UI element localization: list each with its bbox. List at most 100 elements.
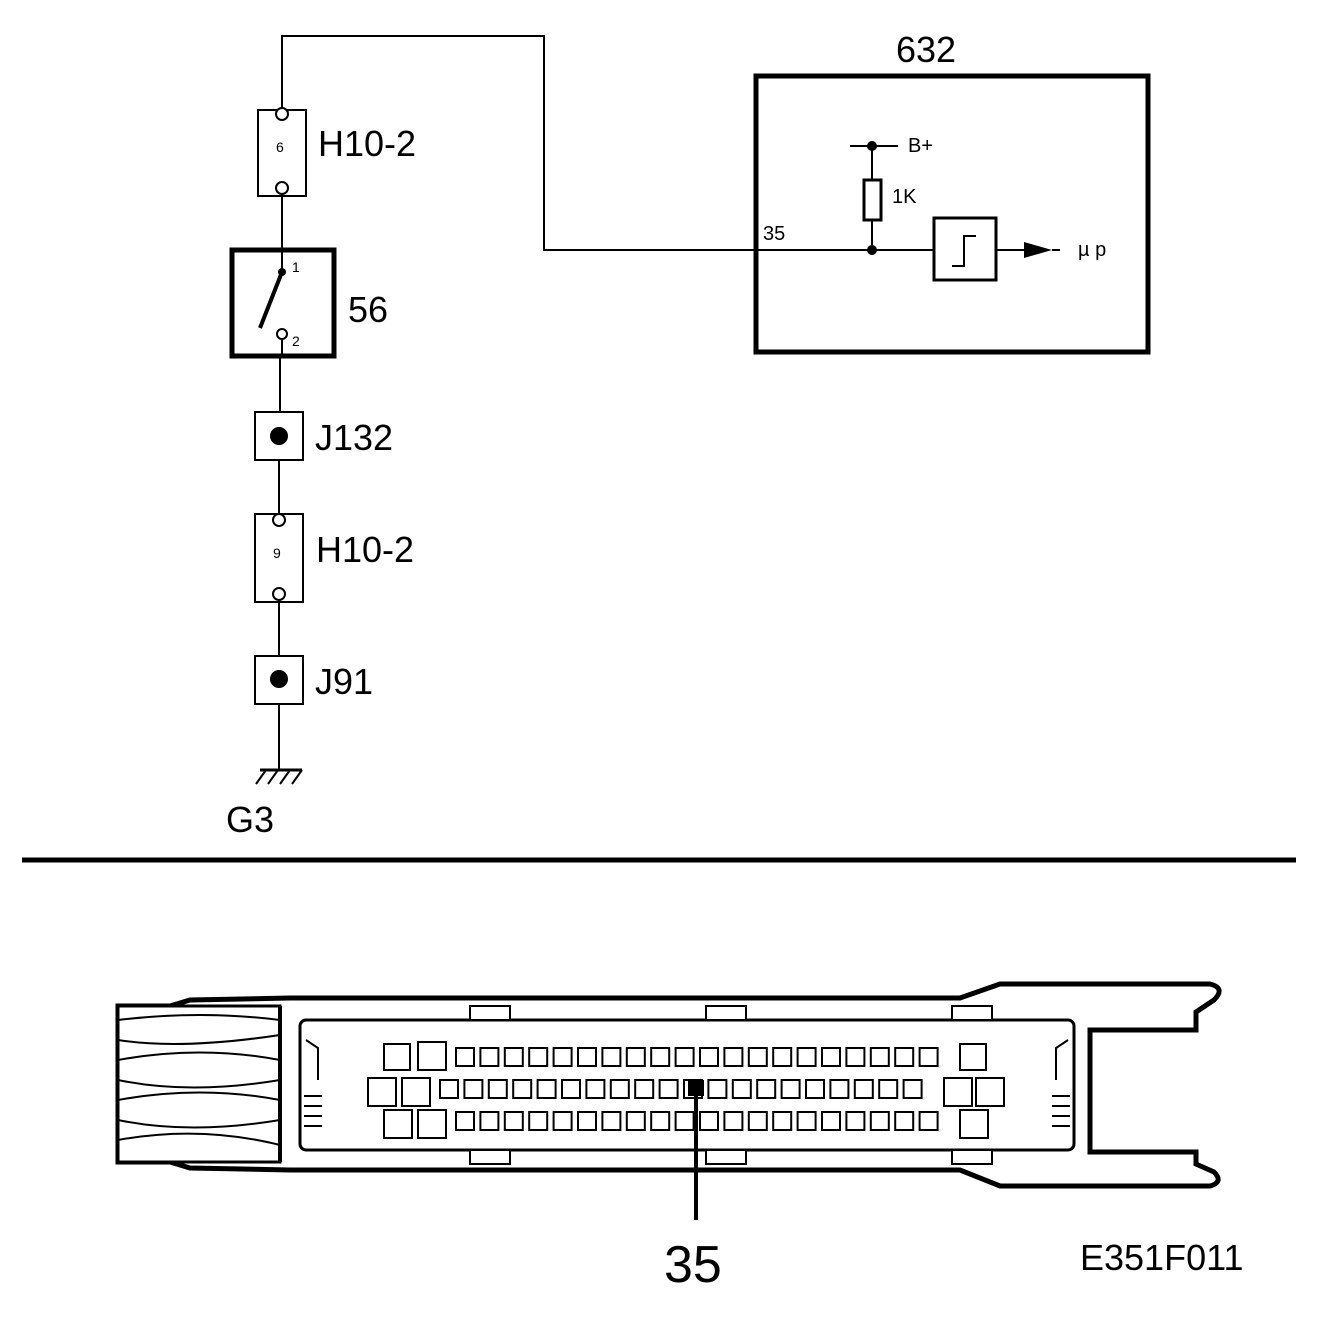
connector-pin bbox=[747, 1047, 768, 1067]
splice-j91: J91 bbox=[254, 655, 373, 705]
connector-pin bbox=[699, 1047, 719, 1067]
connector-pin bbox=[674, 1111, 695, 1131]
connector-pin bbox=[503, 1047, 524, 1067]
connector-pin bbox=[503, 1111, 524, 1131]
connector-label: H10-2 bbox=[316, 529, 414, 570]
switch-pin-2: 2 bbox=[292, 333, 300, 349]
connector-pin bbox=[487, 1079, 508, 1099]
splice-label: J91 bbox=[315, 661, 373, 702]
connector-pin bbox=[601, 1111, 622, 1131]
splice-label: J132 bbox=[315, 417, 393, 458]
connector-pin bbox=[699, 1111, 719, 1131]
connector-pin bbox=[869, 1047, 890, 1067]
signal-wire bbox=[281, 35, 872, 251]
ground-symbol-g3: G3 bbox=[226, 768, 303, 840]
control-unit-pin: 35 bbox=[763, 223, 785, 245]
switch-pin-1: 1 bbox=[292, 259, 300, 275]
splice-j132: J132 bbox=[254, 411, 393, 461]
connector-pin bbox=[528, 1111, 549, 1131]
connector-pin-number: 9 bbox=[273, 545, 281, 561]
connector-pin-grid bbox=[367, 1041, 1005, 1139]
connector-pin bbox=[853, 1079, 874, 1099]
connector-pin bbox=[772, 1111, 793, 1131]
connector-pin bbox=[747, 1111, 768, 1131]
connector-pin bbox=[658, 1079, 679, 1099]
connector-pin bbox=[401, 1077, 431, 1107]
connector-pin bbox=[796, 1111, 817, 1131]
connector-pin bbox=[772, 1047, 793, 1067]
connector-pin bbox=[829, 1079, 850, 1099]
connector-pin bbox=[821, 1047, 841, 1067]
ecu-connector-view: 35 bbox=[115, 981, 1222, 1294]
connector-pin bbox=[943, 1077, 973, 1107]
connector-h10-2-pin-6: 6 H10-2 bbox=[257, 107, 416, 197]
connector-pin bbox=[796, 1047, 817, 1067]
connector-pin bbox=[463, 1079, 484, 1099]
connector-pin bbox=[528, 1047, 549, 1067]
connector-pin bbox=[780, 1079, 801, 1099]
connector-pin bbox=[707, 1079, 728, 1099]
connector-pin bbox=[417, 1109, 447, 1139]
connector-pin bbox=[674, 1047, 695, 1067]
connector-pin bbox=[609, 1079, 630, 1099]
connector-pin bbox=[918, 1111, 939, 1131]
figure-code: E351F011 bbox=[1080, 1237, 1243, 1278]
pin-callout-label: 35 bbox=[664, 1236, 722, 1294]
output-arrow-icon bbox=[1024, 242, 1052, 258]
connector-pin bbox=[455, 1111, 475, 1131]
connector-pin bbox=[723, 1111, 744, 1131]
connector-pin bbox=[805, 1079, 825, 1099]
connector-pin bbox=[975, 1077, 1005, 1107]
connector-pin bbox=[417, 1041, 447, 1071]
connector-pin bbox=[479, 1111, 500, 1131]
control-unit-label: 632 bbox=[896, 29, 956, 70]
connector-pin bbox=[367, 1077, 397, 1107]
connector-pin bbox=[625, 1111, 646, 1131]
connector-pin bbox=[845, 1047, 866, 1067]
connector-pin bbox=[601, 1047, 622, 1067]
connector-pin bbox=[918, 1047, 939, 1067]
resistor-1k bbox=[862, 178, 883, 222]
connector-pin bbox=[845, 1111, 866, 1131]
connector-pin bbox=[625, 1047, 646, 1067]
pin-35-highlight bbox=[688, 1080, 704, 1096]
connector-pin bbox=[383, 1043, 411, 1071]
connector-h10-2-pin-9: 9 H10-2 bbox=[254, 513, 414, 603]
connector-pin bbox=[455, 1047, 475, 1067]
supply-label: B+ bbox=[908, 135, 933, 157]
connector-pin bbox=[536, 1079, 557, 1099]
connector-pin bbox=[383, 1109, 413, 1139]
connector-pin bbox=[821, 1111, 841, 1131]
resistor-label: 1K bbox=[892, 186, 917, 208]
output-label: µ p bbox=[1078, 239, 1106, 261]
connector-pin bbox=[894, 1111, 915, 1131]
connector-label: H10-2 bbox=[318, 123, 416, 164]
connector-pin bbox=[512, 1079, 533, 1099]
connector-pin bbox=[959, 1109, 989, 1139]
connector-pin bbox=[756, 1079, 777, 1099]
connector-pin bbox=[577, 1047, 597, 1067]
ground-label: G3 bbox=[226, 799, 274, 840]
connector-pin bbox=[650, 1047, 671, 1067]
connector-pin bbox=[552, 1111, 573, 1131]
control-unit-632: 632 35 B+ 1K µ p bbox=[753, 29, 1151, 355]
switch-56: 1 2 56 bbox=[229, 247, 388, 359]
switch-label: 56 bbox=[348, 289, 388, 330]
connector-pin bbox=[723, 1047, 744, 1067]
connector-pin bbox=[552, 1047, 573, 1067]
connector-pin bbox=[869, 1111, 890, 1131]
connector-pin bbox=[959, 1043, 987, 1071]
connector-pin bbox=[731, 1079, 752, 1099]
connector-pin bbox=[577, 1111, 597, 1131]
connector-pin bbox=[902, 1079, 923, 1099]
connector-pin-number: 6 bbox=[276, 139, 284, 155]
connector-pin bbox=[634, 1079, 655, 1099]
connector-pin bbox=[479, 1047, 500, 1067]
connector-pin bbox=[561, 1079, 581, 1099]
connector-pin bbox=[650, 1111, 671, 1131]
connector-pin bbox=[894, 1047, 915, 1067]
connector-pin bbox=[439, 1079, 459, 1099]
connector-pin bbox=[878, 1079, 899, 1099]
connector-pin bbox=[585, 1079, 606, 1099]
